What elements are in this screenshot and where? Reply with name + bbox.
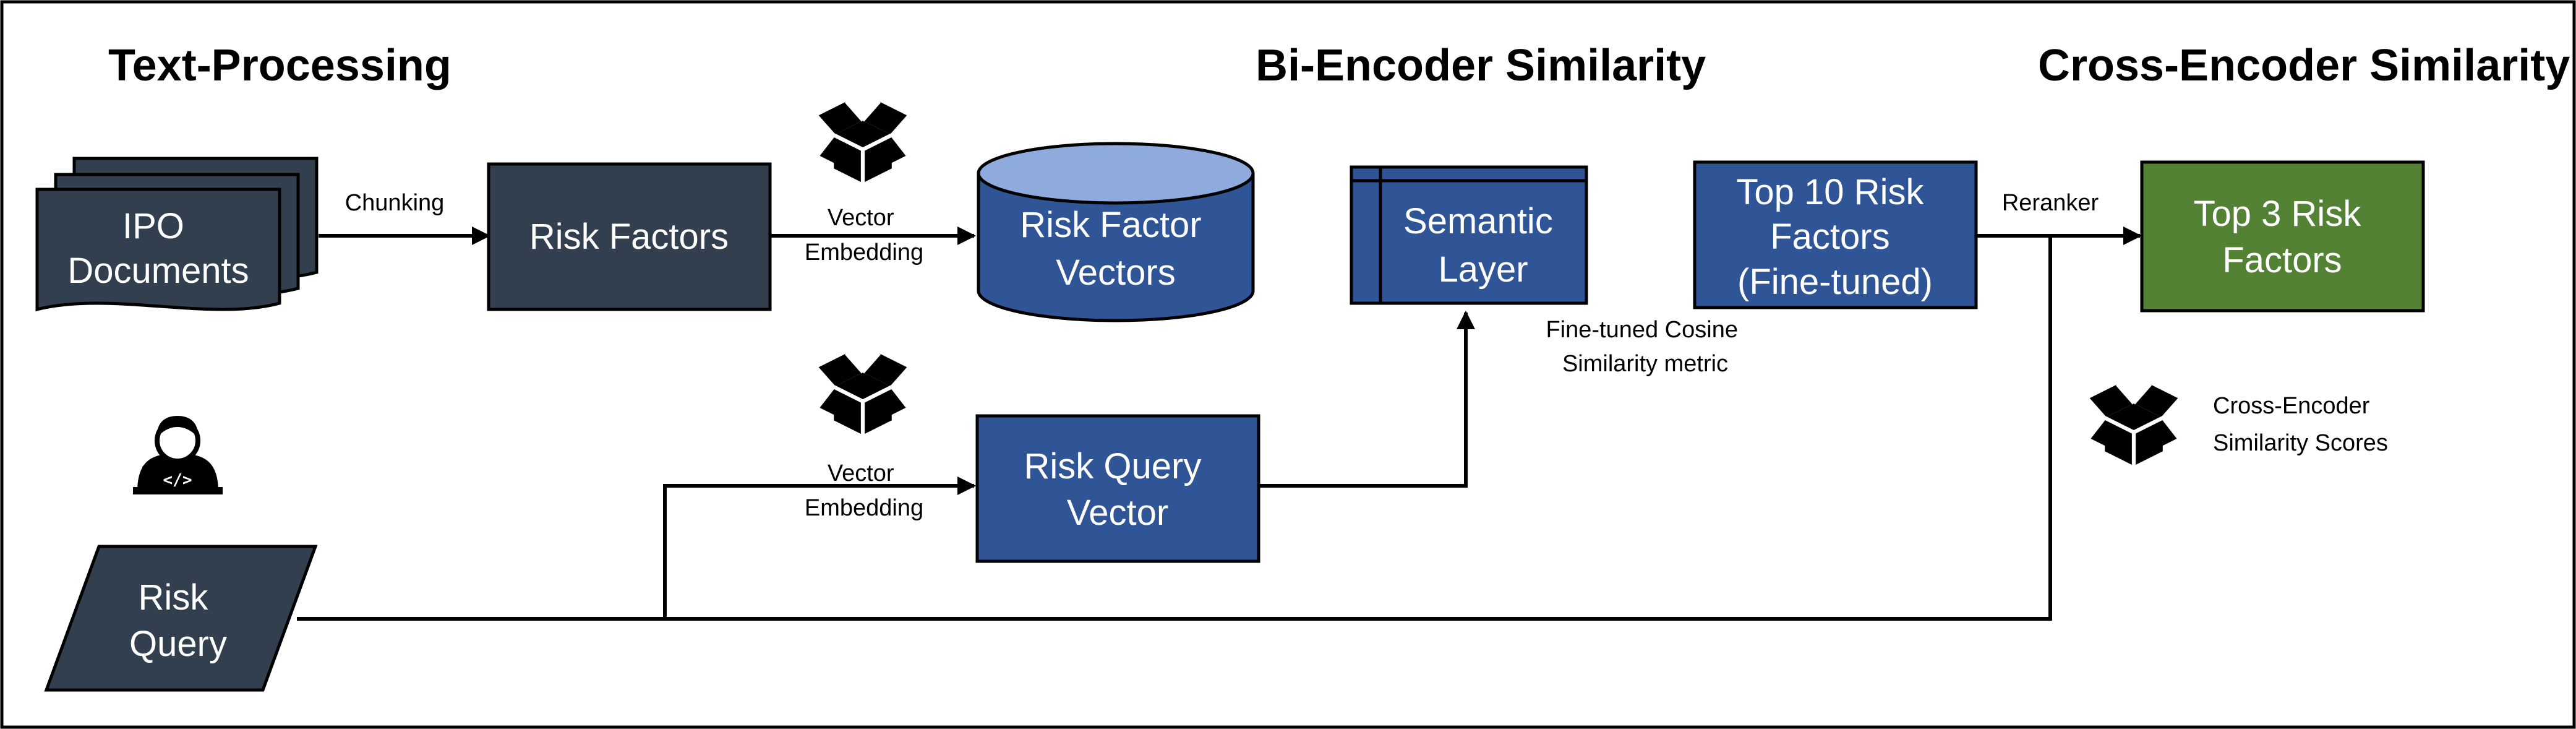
ipo-documents-line-1: IPO [122, 206, 184, 246]
risk-factor-vectors-line-1: Risk Factor [1020, 205, 1201, 245]
node-top3-risk-factors[interactable]: Top 3 Risk Factors [2140, 160, 2425, 313]
node-risk-factor-vectors[interactable]: Risk Factor Vectors [977, 142, 1255, 322]
edge-query-to-embedding [663, 477, 976, 619]
label-reranker: Reranker [2002, 190, 2099, 216]
top10-line-3: (Fine-tuned) [1737, 262, 1933, 302]
top10-line-1: Top 10 Risk [1736, 172, 1924, 212]
risk-query-vector-line-2: Vector [1067, 493, 1168, 533]
risk-query-vector-line-1: Risk Query [1024, 446, 1202, 486]
svg-text:Risk Query: Risk Query [129, 577, 227, 664]
semantic-layer-line-1: Semantic [1403, 201, 1553, 241]
label-cosine-1: Fine-tuned Cosine [1546, 317, 1738, 343]
top3-line-2: Factors [2222, 240, 2342, 280]
label-vector-embedding-bottom-1: Vector [828, 460, 894, 486]
svg-text:Risk Query Vector: Risk Query Vector [1024, 446, 1212, 533]
edge-query-vector-to-semantic [1259, 311, 1475, 488]
ipo-documents-line-2: Documents [67, 251, 249, 291]
label-vector-embedding-bottom-2: Embedding [805, 495, 923, 521]
svg-text:Cross-Encoder Similarity S: Cross-Encoder Similarity Scores [2213, 393, 2388, 456]
risk-factors-line-1: Risk Factors [529, 217, 729, 257]
connectors [297, 226, 2142, 621]
svg-text:IPO Documents: IPO Documents [67, 206, 249, 291]
label-chunking: Chunking [345, 190, 445, 216]
section-title-bi-encoder: Bi-Encoder Similarity [1256, 41, 1706, 90]
section-title-text-processing: Text-Processing [108, 41, 451, 90]
semantic-layer-line-2: Layer [1438, 249, 1528, 290]
top10-line-2: Factors [1770, 217, 1889, 257]
risk-query-line-2: Query [129, 624, 227, 664]
svg-text:Top 10 Risk Factors: Top 10 Risk Factors (Fine-tuned) [1736, 172, 1933, 302]
svg-text:Top 3 Risk Factors: Top 3 Risk Factors [2194, 194, 2371, 280]
section-title-cross-encoder: Cross-Encoder Similarity [2038, 41, 2570, 90]
label-vector-embedding-top-2: Embedding [805, 239, 923, 265]
risk-query-line-1: Risk [139, 577, 209, 618]
svg-text:Risk Factors: Risk Factors [529, 217, 729, 257]
svg-text:Reranker: Reranker [2002, 190, 2099, 216]
edge-query-to-reranker [297, 236, 2052, 621]
svg-text:Fine-tuned Cosine Similari: Fine-tuned Cosine Similarity metric [1546, 317, 1744, 377]
node-risk-query-vector[interactable]: Risk Query Vector [975, 414, 1260, 563]
svg-text:Chunking: Chunking [345, 190, 445, 216]
svg-text:Vector Embedding: Vector Embedding [805, 205, 923, 265]
risk-factor-vectors-line-2: Vectors [1056, 252, 1175, 293]
node-risk-query[interactable]: Risk Query [44, 545, 318, 692]
label-cosine-2: Similarity metric [1562, 351, 1728, 377]
node-semantic-layer[interactable]: Semantic Layer [1350, 165, 1588, 305]
svg-text:Risk Factor Vectors: Risk Factor Vectors [1020, 205, 1211, 293]
svg-text:Semantic Layer: Semantic Layer [1403, 201, 1563, 290]
label-cross-scores-1: Cross-Encoder [2213, 393, 2370, 419]
svg-text:Vector Embedding: Vector Embedding [805, 460, 923, 521]
svg-text:</>: </> [163, 471, 192, 490]
node-risk-factors[interactable]: Risk Factors [487, 162, 772, 311]
node-ipo-documents[interactable]: IPO Documents [35, 157, 319, 312]
node-top10-risk-factors[interactable]: Top 10 Risk Factors (Fine-tuned) [1693, 160, 1978, 309]
label-vector-embedding-top-1: Vector [828, 205, 894, 231]
top3-line-1: Top 3 Risk [2194, 194, 2362, 234]
user-laptop-icon: </> [133, 416, 223, 494]
label-cross-scores-2: Similarity Scores [2213, 430, 2388, 456]
